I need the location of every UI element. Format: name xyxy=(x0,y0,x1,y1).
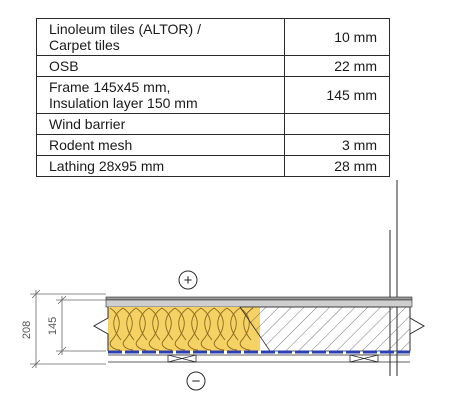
right-break-line xyxy=(409,307,426,351)
layer-thickness: 22 mm xyxy=(284,55,390,77)
left-break-line xyxy=(92,307,109,351)
layer-name: Linoleum tiles (ALTOR) /Carpet tiles xyxy=(36,18,285,56)
layer-name: Frame 145x45 mm,Insulation layer 150 mm xyxy=(36,76,285,114)
cold-side-symbol: − xyxy=(186,371,206,391)
insulation-layer xyxy=(108,307,260,351)
layer-thickness: 10 mm xyxy=(284,18,390,56)
floor-finish-layer xyxy=(105,296,413,301)
warm-side-symbol: + xyxy=(178,270,198,290)
dimension-insulation: 145 xyxy=(47,317,59,335)
lathing xyxy=(167,354,379,363)
osb-layer xyxy=(105,299,413,308)
layer-thickness: 145 mm xyxy=(284,76,390,114)
cold-side-label: − xyxy=(192,373,201,390)
layer-thickness: 3 mm xyxy=(284,134,390,156)
warm-side-label: + xyxy=(184,272,193,289)
layer-thickness: 28 mm xyxy=(284,155,390,177)
layer-name: Wind barrier xyxy=(36,113,285,135)
layer-row: Wind barrier xyxy=(36,113,390,135)
layer-name: Lathing 28x95 mm xyxy=(36,155,285,177)
timber-frame xyxy=(239,306,411,352)
dimension-total: 208 xyxy=(21,321,33,339)
dimension-lines xyxy=(30,289,106,369)
